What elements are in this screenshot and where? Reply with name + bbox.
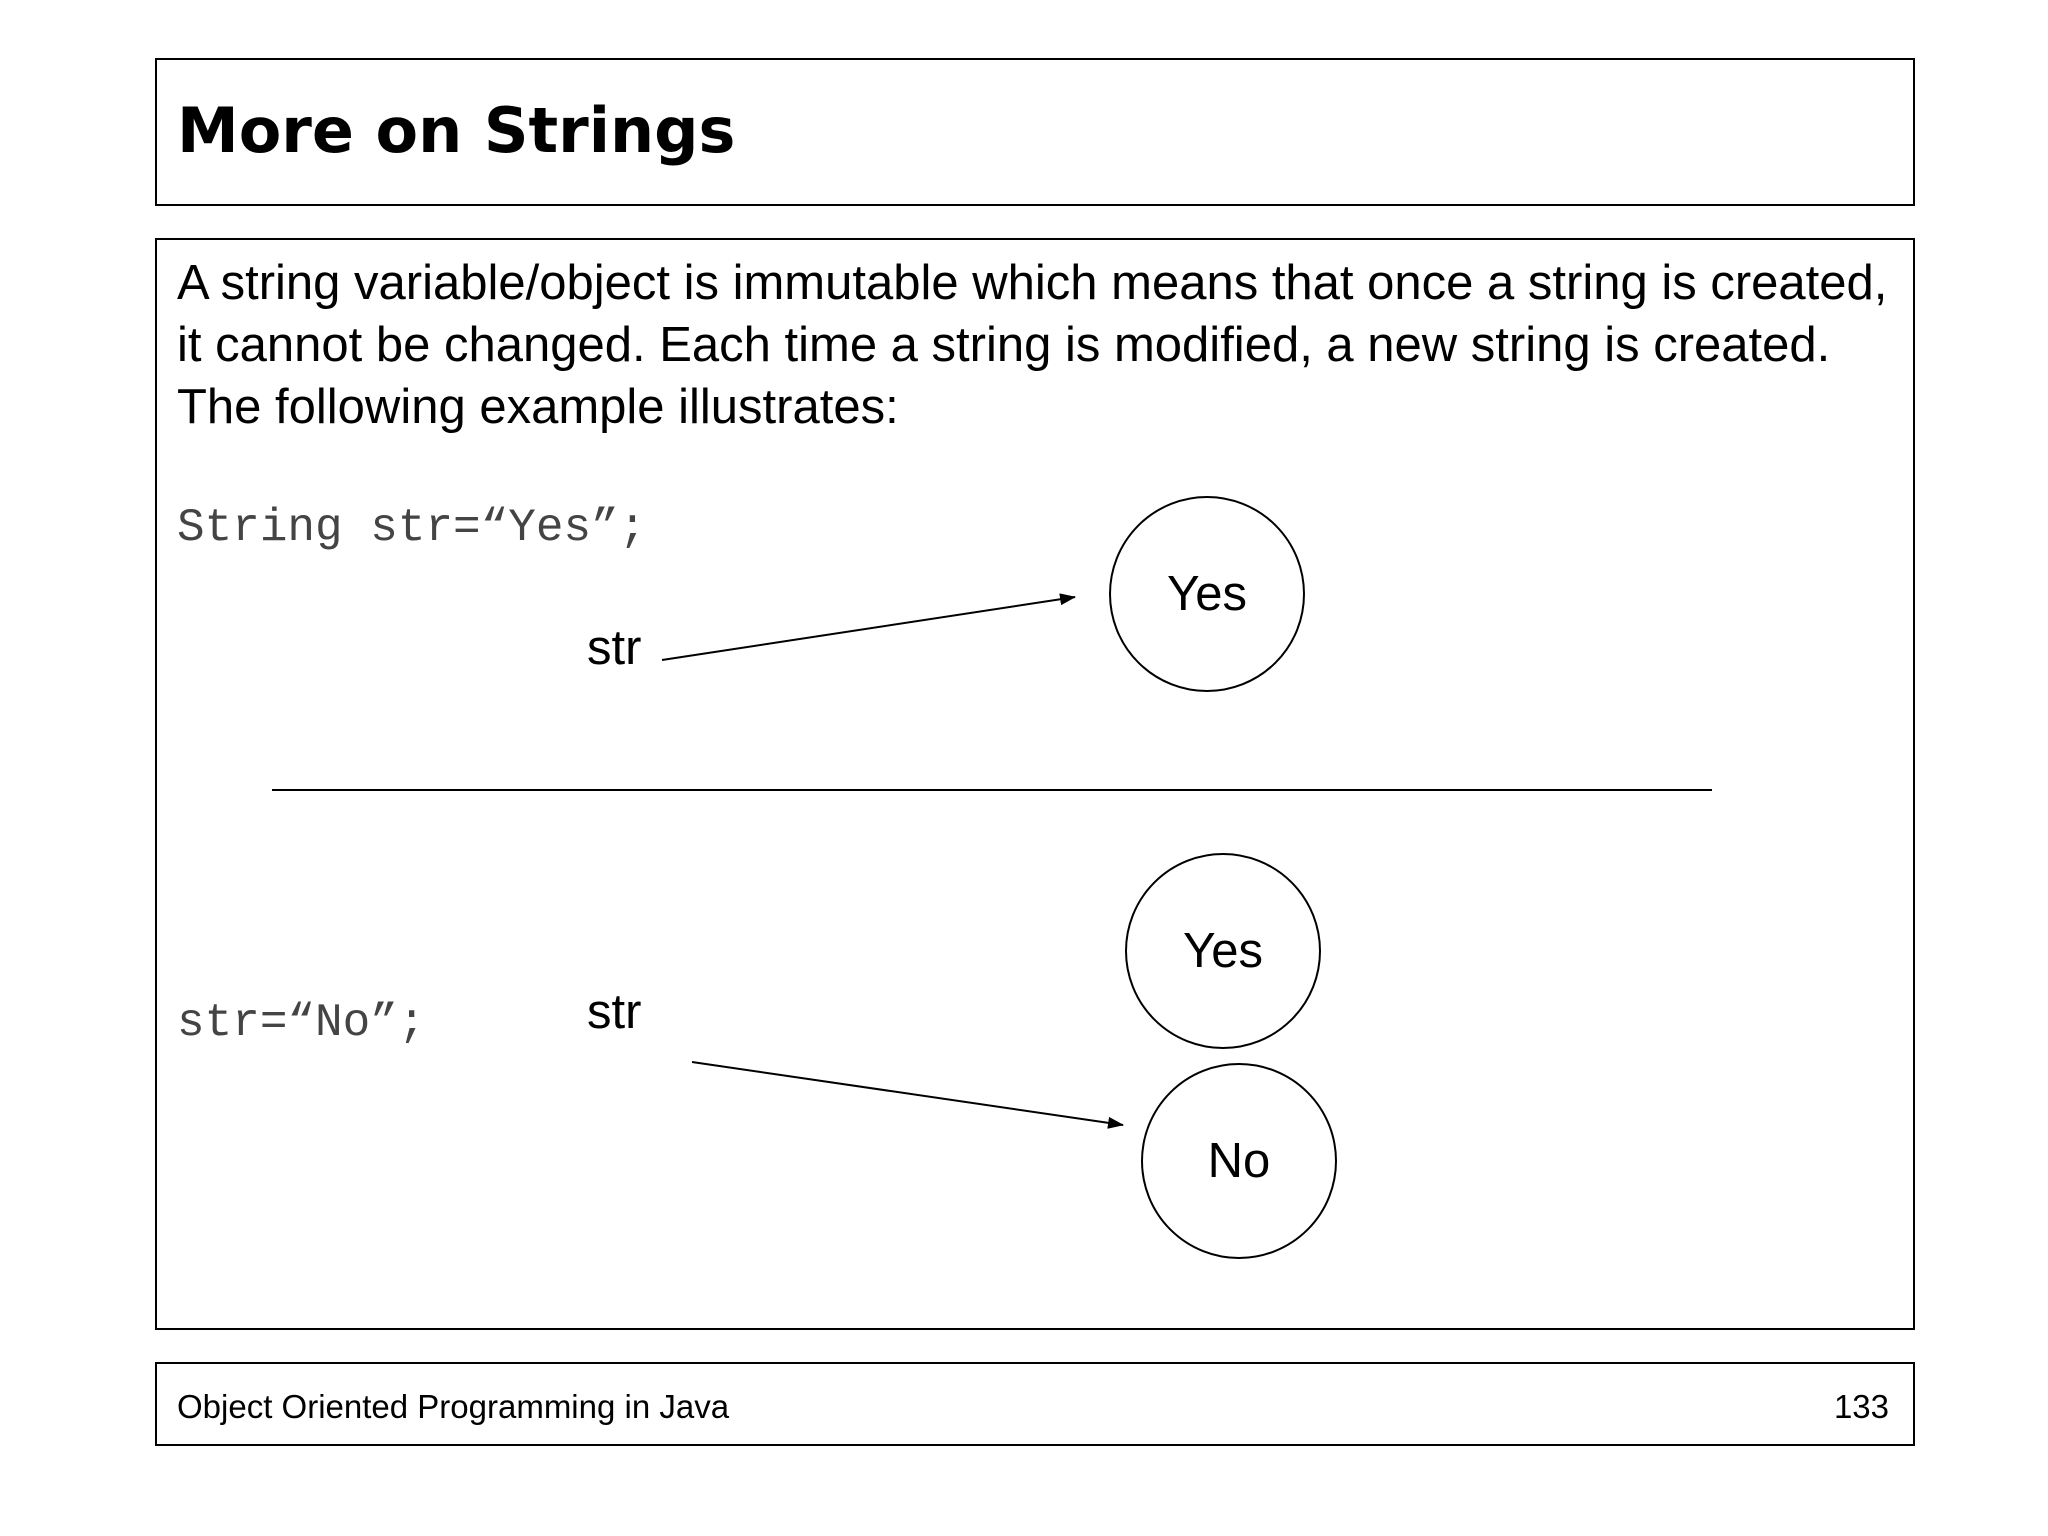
footer-page-number: 133: [1833, 1388, 1889, 1425]
footer-box: Object Oriented Programming in Java 133: [155, 1362, 1915, 1446]
title-box: More on Strings: [155, 58, 1915, 206]
top-yes-object-label: Yes: [1167, 567, 1247, 621]
code-assignment: str=“No”;: [177, 997, 425, 1049]
bottom-reference-arrow: [691, 1061, 1124, 1129]
old-yes-object-circle: [1125, 853, 1321, 1049]
new-no-object-circle: [1141, 1063, 1337, 1259]
string-immutability-diagram: String str=“Yes”; str Yes str=“No”; str …: [177, 496, 1712, 1259]
content-box: A string variable/object is immutable wh…: [155, 238, 1915, 1330]
slide-title: More on Strings: [177, 94, 736, 167]
bottom-variable-label: str: [587, 985, 641, 1039]
old-yes-object-label: Yes: [1183, 924, 1263, 978]
new-no-object-label: No: [1208, 1134, 1271, 1188]
intro-paragraph: A string variable/object is immutable wh…: [177, 256, 1888, 434]
footer-course-title: Object Oriented Programming in Java: [177, 1388, 730, 1425]
top-yes-object-circle: [1109, 496, 1305, 692]
top-variable-label: str: [587, 621, 641, 675]
top-reference-arrow: [661, 593, 1076, 661]
code-declaration: String str=“Yes”;: [177, 502, 646, 554]
